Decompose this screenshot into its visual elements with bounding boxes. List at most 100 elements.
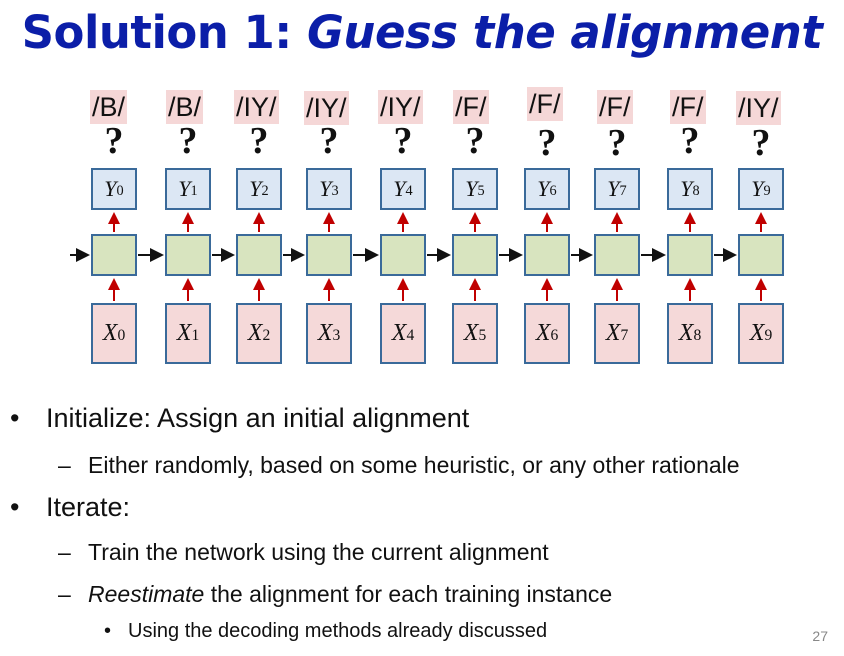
symbol-subscript: 9 xyxy=(764,326,773,344)
hidden-cell xyxy=(452,234,498,276)
phoneme-label: /IY/ xyxy=(378,90,423,124)
question-mark: ? xyxy=(751,122,771,164)
symbol-var: Y xyxy=(680,176,693,201)
question-mark: ? xyxy=(537,122,557,164)
symbol-subscript: 8 xyxy=(692,182,700,199)
hidden-cell xyxy=(306,234,352,276)
question-mark: ? xyxy=(178,120,198,162)
symbol-var: Y xyxy=(393,176,406,201)
phoneme-label: /B/ xyxy=(166,90,204,124)
symbol-var: X xyxy=(749,320,765,346)
symbol-var: Y xyxy=(751,176,764,201)
bullet-initialize-text: Initialize: Assign an initial alignment xyxy=(46,403,470,433)
symbol-var: Y xyxy=(178,176,191,201)
question-mark: ? xyxy=(393,120,413,162)
sub-bullet-reestimate: –Reestimate the alignment for each train… xyxy=(58,581,612,608)
phoneme-label: /F/ xyxy=(670,90,706,124)
symbol-var: X xyxy=(463,320,479,346)
symbol-var: X xyxy=(678,320,694,346)
hidden-cell xyxy=(165,234,211,276)
symbol-subscript: 4 xyxy=(405,182,413,199)
sub-bullet-randomly-text: Either randomly, based on some heuristic… xyxy=(88,452,740,478)
symbol-subscript: 8 xyxy=(693,326,702,344)
symbol-subscript: 7 xyxy=(620,326,629,344)
symbol-var: X xyxy=(317,320,333,346)
symbol-var: Y xyxy=(607,176,620,201)
symbol-var: X xyxy=(391,320,407,346)
diagram-arrows xyxy=(70,212,767,301)
symbol-subscript: 2 xyxy=(261,182,269,199)
symbol-subscript: 0 xyxy=(117,326,126,344)
bullet-dot: • xyxy=(104,620,112,642)
symbol-subscript: 1 xyxy=(190,182,198,199)
page-number: 27 xyxy=(812,628,828,644)
hidden-cell xyxy=(667,234,713,276)
symbol-var: X xyxy=(535,320,551,346)
phoneme-label: /IY/ xyxy=(304,91,349,125)
title-main: Solution 1: xyxy=(21,6,307,59)
question-mark: ? xyxy=(607,122,627,164)
sub-bullet-randomly: –Either randomly, based on some heuristi… xyxy=(58,452,740,479)
symbol-subscript: 6 xyxy=(549,182,557,199)
symbol-subscript: 6 xyxy=(550,326,559,344)
symbol-subscript: 3 xyxy=(332,326,341,344)
question-mark: ? xyxy=(680,120,700,162)
symbol-var: Y xyxy=(465,176,478,201)
phoneme-label: /IY/ xyxy=(736,91,781,125)
symbol-var: Y xyxy=(319,176,332,201)
sub-bullet-dash: – xyxy=(58,581,71,607)
title-italic: Guess the alignment xyxy=(306,6,823,59)
question-mark: ? xyxy=(104,120,124,162)
hidden-cell xyxy=(380,234,426,276)
sub-bullet-dash: – xyxy=(58,452,71,478)
sub-sub-bullet-decoding-text: Using the decoding methods already discu… xyxy=(128,620,548,642)
phoneme-label: /F/ xyxy=(527,87,563,121)
symbol-var: X xyxy=(102,320,118,346)
symbol-var: Y xyxy=(104,176,117,201)
bullet-initialize: • Initialize: Assign an initial alignment xyxy=(10,403,469,434)
sub-sub-bullet-decoding: • Using the decoding methods already disc… xyxy=(104,620,547,643)
bullet-iterate-text: Iterate: xyxy=(46,492,131,522)
symbol-var: X xyxy=(247,320,263,346)
bullet-dot: • xyxy=(10,492,20,522)
reestimate-emphasis: Reestimate xyxy=(88,581,205,607)
question-mark: ? xyxy=(465,120,485,162)
symbol-subscript: 0 xyxy=(116,182,124,199)
sub-bullet-train-text: Train the network using the current alig… xyxy=(88,539,549,565)
hidden-cell xyxy=(236,234,282,276)
symbol-var: X xyxy=(176,320,192,346)
bullet-iterate: • Iterate: xyxy=(10,492,130,523)
question-mark: ? xyxy=(319,120,339,162)
phoneme-label: /IY/ xyxy=(234,90,279,124)
symbol-subscript: 3 xyxy=(331,182,339,199)
symbol-var: Y xyxy=(537,176,550,201)
question-mark: ? xyxy=(249,120,269,162)
hidden-cell xyxy=(91,234,137,276)
bullet-dot: • xyxy=(10,403,20,433)
symbol-subscript: 9 xyxy=(763,182,771,199)
sub-bullet-reestimate-text: the alignment for each training instance xyxy=(204,581,613,607)
symbol-subscript: 2 xyxy=(262,326,271,344)
slide-title: Solution 1: Guess the alignment xyxy=(0,6,844,59)
sub-bullet-train: –Train the network using the current ali… xyxy=(58,539,549,566)
symbol-subscript: 4 xyxy=(406,326,415,344)
symbol-var: X xyxy=(605,320,621,346)
